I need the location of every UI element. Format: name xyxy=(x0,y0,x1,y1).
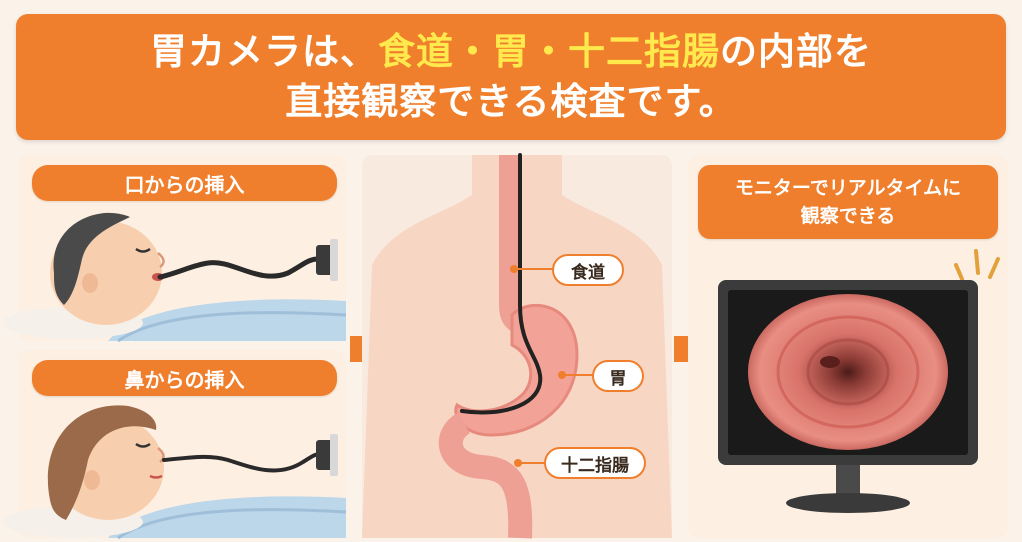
stomach-label: 胃 xyxy=(592,360,644,392)
header-banner: 胃カメラは、食道・胃・十二指腸の内部を 直接観察できる検査です。 xyxy=(16,14,1006,140)
nasal-insertion-title: 鼻からの挿入 xyxy=(32,360,337,396)
alert-lines-icon xyxy=(954,249,1000,281)
oral-insertion-card: 口からの挿入 xyxy=(3,155,347,343)
oral-insertion-title: 口からの挿入 xyxy=(32,165,337,201)
duodenum-label: 十二指腸 xyxy=(544,447,646,479)
monitor-card: モニターでリアルタイムに 観察できる xyxy=(688,155,1008,538)
monitor-caption-line-2: 観察できる xyxy=(800,205,896,227)
header-text-b: の内部を xyxy=(720,30,872,73)
header-line-2: 直接観察できる検査です。 xyxy=(285,80,737,123)
monitor-icon xyxy=(718,280,978,513)
anatomy-card: 食道 胃 十二指腸 xyxy=(362,153,672,539)
esophagus-label: 食道 xyxy=(552,254,624,286)
nasal-endoscope-icon xyxy=(162,434,338,476)
oral-patient-illustration xyxy=(3,212,347,343)
endoscope-tube-icon xyxy=(460,153,543,415)
nasal-insertion-card: 鼻からの挿入 xyxy=(3,350,347,540)
header-highlight: 食道・胃・十二指腸 xyxy=(378,30,720,73)
monitor-caption: モニターでリアルタイムに 観察できる xyxy=(698,165,998,239)
header-text-a: 胃カメラは、 xyxy=(150,30,378,73)
nasal-patient-illustration xyxy=(3,405,347,540)
oral-endoscope-icon xyxy=(157,239,338,281)
anatomy-illustration xyxy=(362,155,672,539)
monitor-caption-line-1: モニターでリアルタイムに xyxy=(734,177,962,199)
label-leader-lines xyxy=(510,265,594,467)
header-line-1: 胃カメラは、食道・胃・十二指腸の内部を xyxy=(150,27,872,77)
